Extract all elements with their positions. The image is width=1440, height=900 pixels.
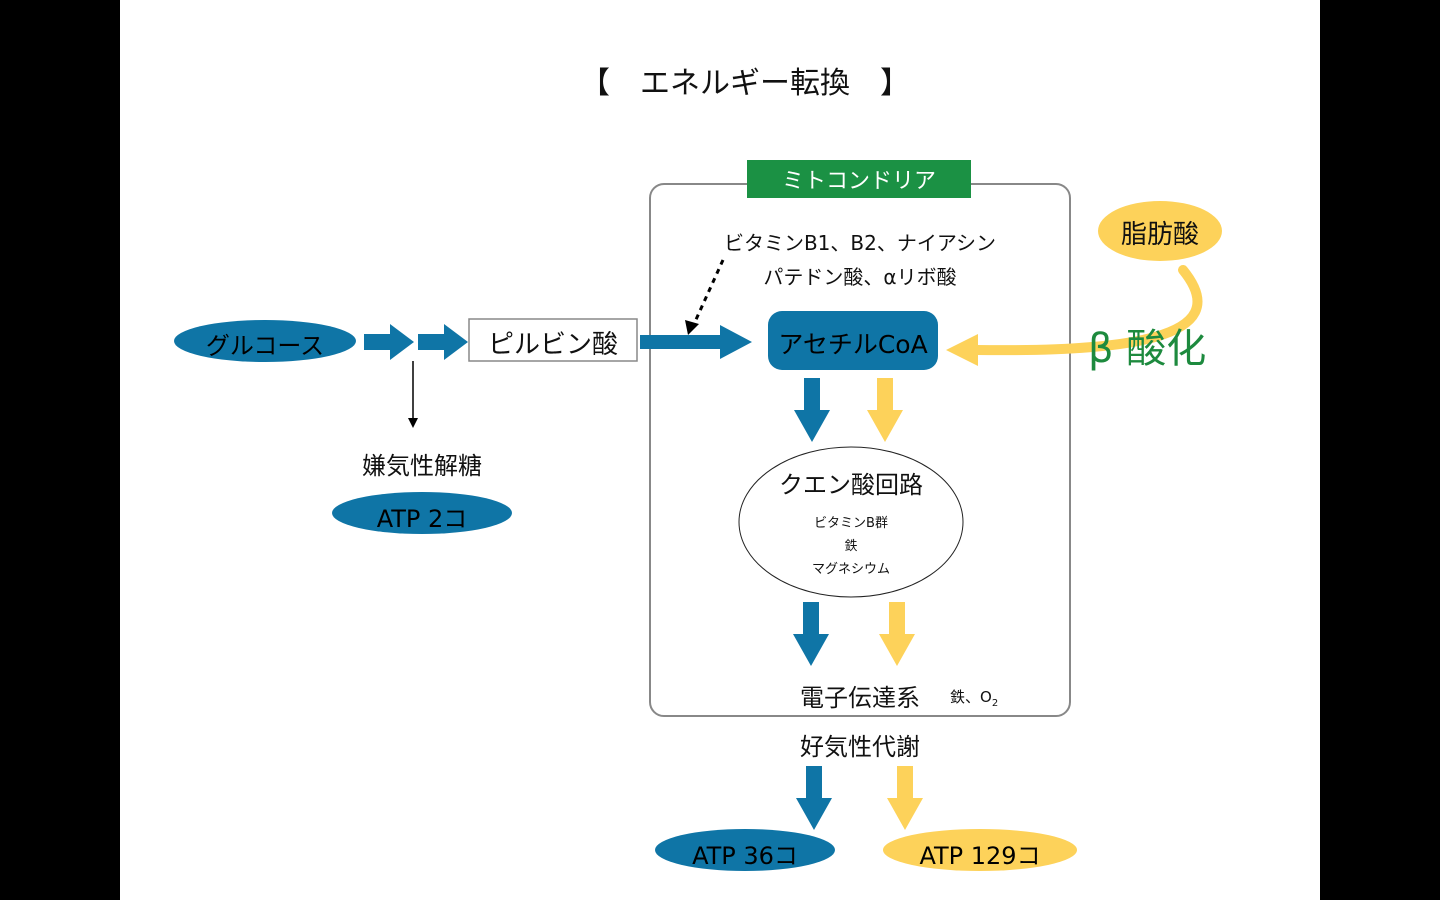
aerobic-to-atp-yellow xyxy=(887,766,923,830)
acetyl-to-citric-blue xyxy=(794,378,830,442)
aerobic-to-atp-blue xyxy=(796,766,832,830)
citric-nutrient-1: ビタミンB群 xyxy=(814,516,888,531)
citric-to-etc-blue xyxy=(793,602,829,666)
pyruvate-arrow xyxy=(640,325,752,359)
atp-36-label: ATP 36コ xyxy=(692,842,798,870)
vitamins-line-1: ビタミンB1、B2、ナイアシン xyxy=(723,231,997,255)
pyruvate-box xyxy=(468,318,638,362)
diagram-graphics xyxy=(174,183,1222,871)
beta-oxidation-label: β 酸化 xyxy=(1088,326,1207,372)
glucose-arrow-1 xyxy=(364,324,414,360)
vitamin-dotted-arrow xyxy=(692,259,725,325)
citric-nutrient-3: マグネシウム xyxy=(811,562,891,577)
electron-transport-label: 電子伝達系 xyxy=(800,684,920,712)
acetyl-to-citric-yellow xyxy=(867,378,903,442)
citric-cycle-label: クエン酸回路 xyxy=(779,471,923,499)
aerobic-label: 好気性代謝 xyxy=(800,733,920,761)
atp-36-ellipse xyxy=(655,829,835,871)
acetyl-coa-label: アセチルCoA xyxy=(778,330,928,359)
page-title: 【 エネルギー転換 】 xyxy=(580,66,910,101)
atp-2-ellipse xyxy=(332,492,512,534)
fatty-acid-ellipse xyxy=(1098,201,1222,261)
acetyl-coa-box xyxy=(768,311,938,370)
anaerobic-arrow xyxy=(408,418,418,428)
beta-oxidation-arrow xyxy=(971,265,1203,356)
pyruvate-label: ピルビン酸 xyxy=(487,330,619,360)
slide: 【 エネルギー転換 】 ミトコンドリア ビタミンB1、B2、ナイアシン パテドン… xyxy=(120,0,1320,900)
mitochondria-label: ミトコンドリア xyxy=(747,160,971,198)
mitochondria-label-text: ミトコンドリア xyxy=(781,169,936,194)
anaerobic-label: 嫌気性解糖 xyxy=(362,452,482,480)
electron-transport-cofactor: 鉄、O2 xyxy=(950,686,998,709)
vitamins-line-2: パテドン酸、αリボ酸 xyxy=(763,265,957,289)
citric-to-etc-yellow xyxy=(879,602,915,666)
cofactor-text: 鉄、O xyxy=(950,688,992,706)
citric-nutrient-2: 鉄 xyxy=(844,539,858,554)
fatty-acid-label: 脂肪酸 xyxy=(1120,220,1200,250)
atp-129-label: ATP 129コ xyxy=(919,842,1041,870)
atp-129-ellipse xyxy=(883,829,1077,871)
glucose-ellipse xyxy=(174,320,356,362)
citric-cycle-ellipse xyxy=(738,446,964,598)
cofactor-subscript: 2 xyxy=(991,698,999,709)
glucose-arrow-2 xyxy=(418,324,468,360)
glucose-label: グルコース xyxy=(205,332,325,360)
atp-2-label: ATP 2コ xyxy=(376,505,468,533)
